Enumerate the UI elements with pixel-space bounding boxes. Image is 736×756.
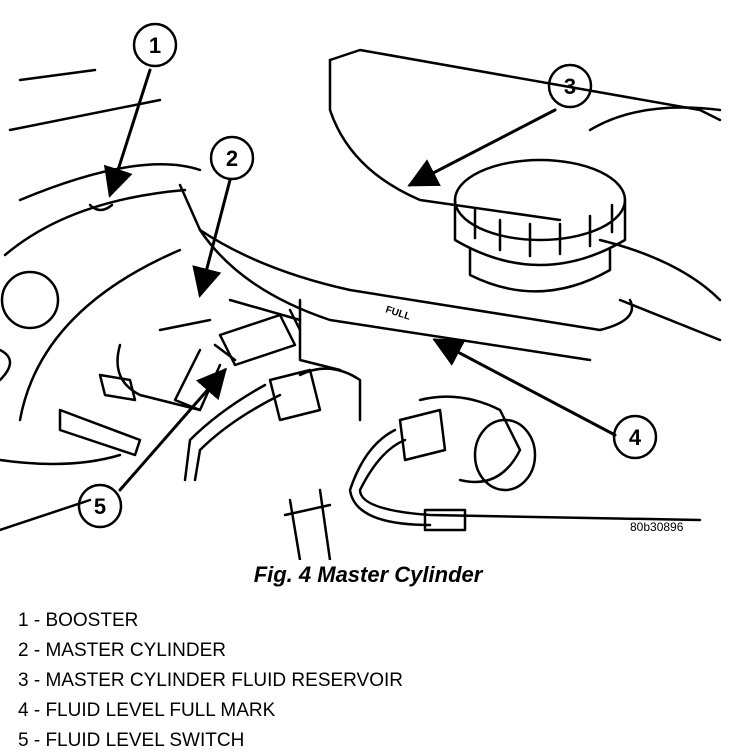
callout-number-4: 4 <box>629 425 642 450</box>
legend-item-booster: 1 - BOOSTER <box>18 610 139 631</box>
legend-item-full-mark: 4 - FLUID LEVEL FULL MARK <box>18 700 276 721</box>
reservoir-drawing <box>178 48 722 362</box>
callout-circle-5 <box>77 483 123 529</box>
callout-circle-1 <box>132 22 178 68</box>
legend-item-fluid-reservoir: 3 - MASTER CYLINDER FLUID RESERVOIR <box>18 670 404 691</box>
fluid-level-switch-drawing <box>173 308 302 412</box>
brake-lines-drawing <box>183 368 702 560</box>
callout-number-2: 2 <box>226 146 238 171</box>
callout-number-5: 5 <box>94 494 106 519</box>
callout-circle-3 <box>547 63 593 109</box>
callout-number-1: 1 <box>149 33 161 58</box>
legend-list: 1 - BOOSTER 2 - MASTER CYLINDER 3 - MAST… <box>18 606 403 756</box>
callout-circle-4 <box>612 414 658 460</box>
booster-drawing <box>0 68 202 532</box>
master-cylinder-illustration: 1 2 3 4 5 FULL <box>0 22 722 560</box>
callout-circle-2 <box>209 135 255 181</box>
master-cylinder-drawing <box>58 298 537 492</box>
callout-arrows <box>103 68 617 492</box>
figure-caption: Fig. 4 Master Cylinder <box>253 562 483 587</box>
callout-number-3: 3 <box>564 74 576 99</box>
figure-code: 80b30896 <box>630 520 684 534</box>
legend-item-fluid-level-switch: 5 - FLUID LEVEL SWITCH <box>18 730 245 751</box>
legend-item-master-cylinder: 2 - MASTER CYLINDER <box>18 640 226 661</box>
full-level-mark: FULL <box>384 304 412 322</box>
